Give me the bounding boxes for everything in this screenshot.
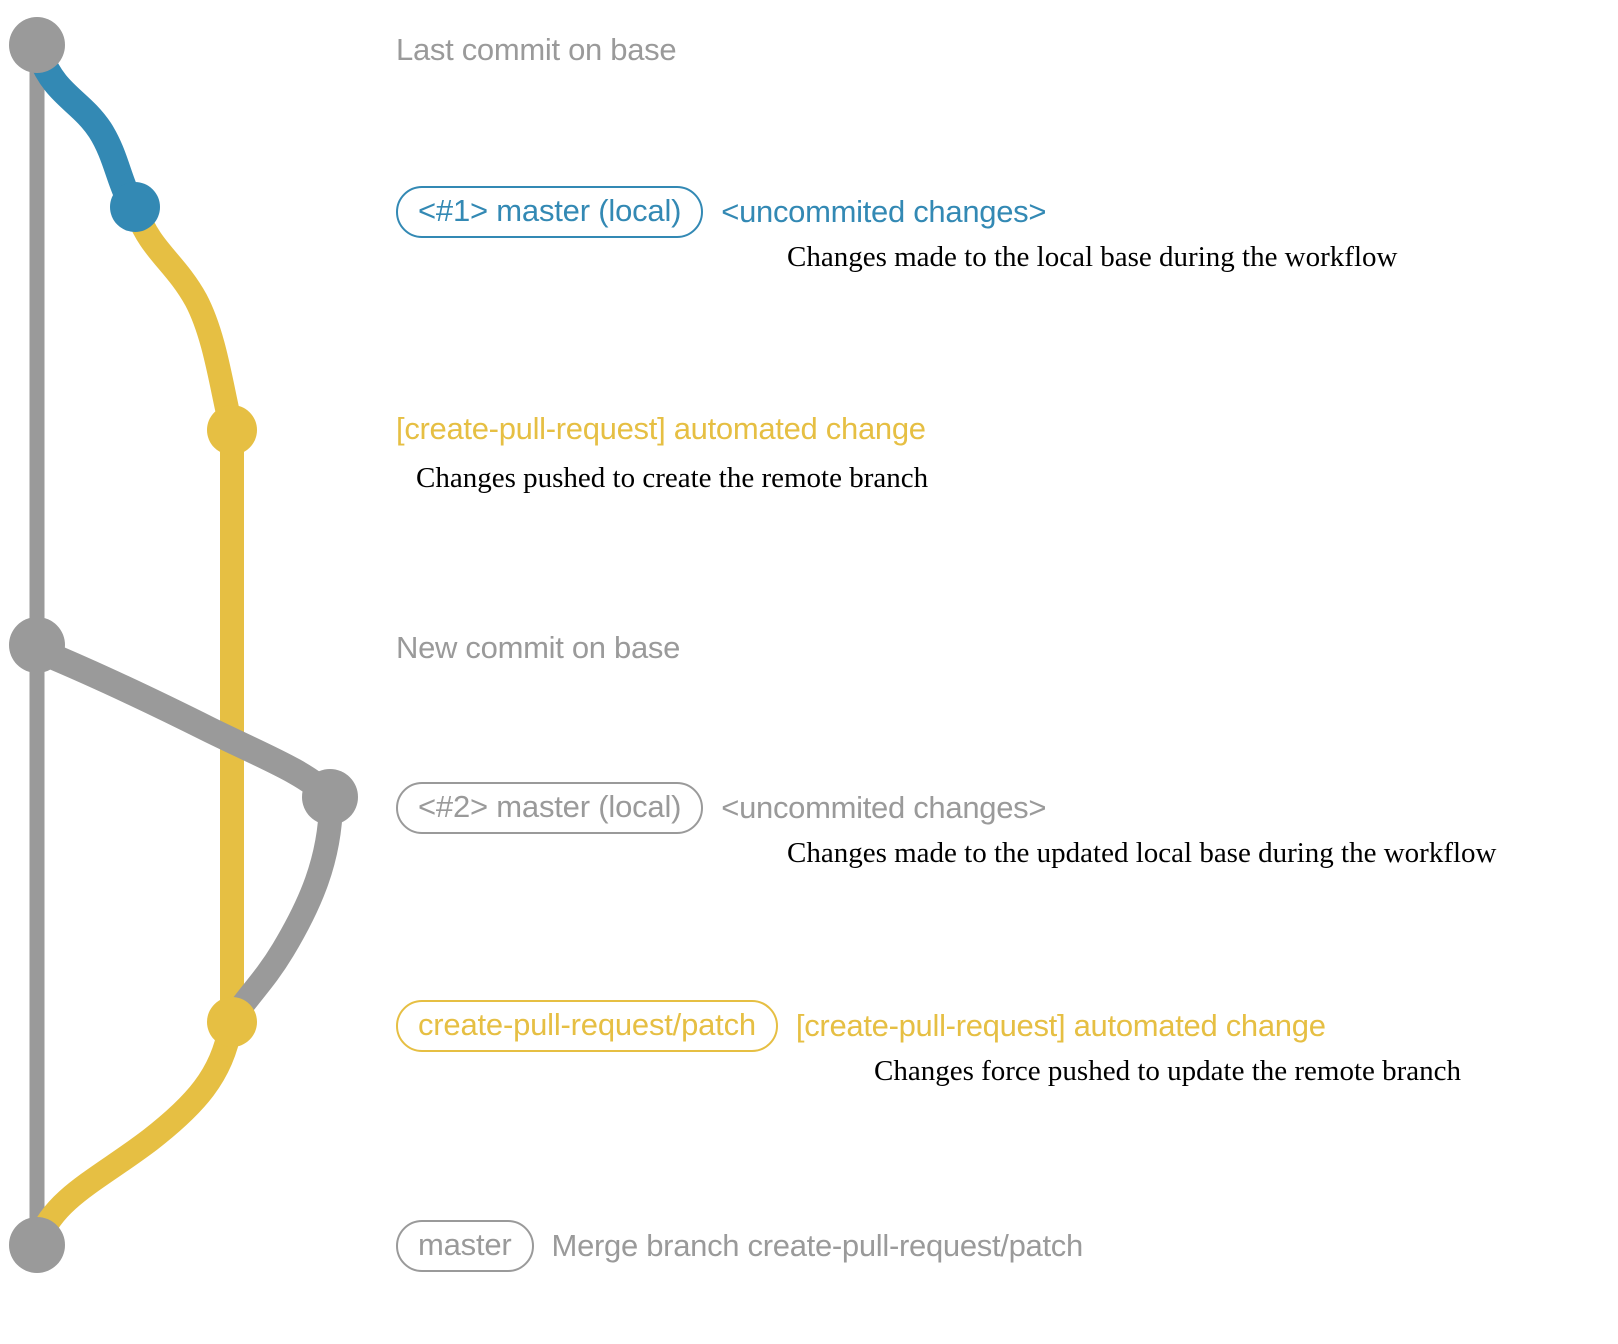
patch-force-node [207, 997, 257, 1047]
annotation-last-commit-on-base: Last commit on base [396, 32, 677, 68]
commit-subject: Last commit on base [396, 32, 677, 67]
annotation-automated-change-1: [create-pull-request] automated change [396, 411, 926, 447]
annotation-desc-automated-change-2: Changes force pushed to update the remot… [874, 1055, 1462, 1087]
patch-commit-node [207, 405, 257, 455]
row-head: master Merge branch create-pull-request/… [396, 1220, 1083, 1272]
branch-badge-master[interactable]: master [396, 1220, 534, 1272]
patch-branch-line-yellow-upper [125, 200, 244, 442]
annotation-desc-automated-change-1: Changes pushed to create the remote bran… [416, 462, 929, 494]
patch-merge-line-yellow [28, 1016, 242, 1250]
annotation-merge-commit: master Merge branch create-pull-request/… [396, 1220, 1083, 1272]
branch-badge-master-local-1[interactable]: <#1> master (local) [396, 186, 704, 238]
annotation-desc-master-local-1: Changes made to the local base during th… [787, 241, 1398, 273]
annotation-master-local-1: <#1> master (local) <uncommited changes> [396, 186, 1046, 238]
branch-badge-master-local-2[interactable]: <#2> master (local) [396, 782, 704, 834]
local-change-2-node [302, 769, 358, 825]
row-head: <#2> master (local) <uncommited changes> [396, 782, 1046, 834]
local-change-node [110, 182, 160, 232]
local-branch-2-line-gray [29, 639, 343, 810]
new-base-commit-node [9, 617, 65, 673]
row-head: New commit on base [396, 630, 680, 666]
commit-subject: <uncommited changes> [721, 790, 1047, 825]
row-head: <#1> master (local) <uncommited changes> [396, 186, 1046, 238]
row-head: create-pull-request/patch [create-pull-r… [396, 1000, 1326, 1052]
annotation-desc-master-local-2: Changes made to the updated local base d… [787, 837, 1497, 869]
commit-subject: <uncommited changes> [721, 194, 1047, 229]
merge-node [9, 1217, 65, 1273]
annotation-automated-change-2: create-pull-request/patch [create-pull-r… [396, 1000, 1326, 1052]
row-head: Last commit on base [396, 32, 677, 68]
base-head-node [9, 17, 65, 73]
row-head: [create-pull-request] automated change [396, 411, 926, 447]
branch-badge-create-pull-request-patch[interactable]: create-pull-request/patch [396, 1000, 778, 1052]
commit-subject: New commit on base [396, 630, 681, 665]
annotation-new-commit-on-base: New commit on base [396, 630, 680, 666]
commit-subject: [create-pull-request] automated change [795, 1008, 1326, 1043]
commit-subject: Merge branch create-pull-request/patch [551, 1228, 1084, 1263]
local-branch-2-line-to-patch [220, 791, 343, 1034]
annotation-master-local-2: <#2> master (local) <uncommited changes> [396, 782, 1046, 834]
commit-subject: [create-pull-request] automated change [396, 411, 926, 446]
